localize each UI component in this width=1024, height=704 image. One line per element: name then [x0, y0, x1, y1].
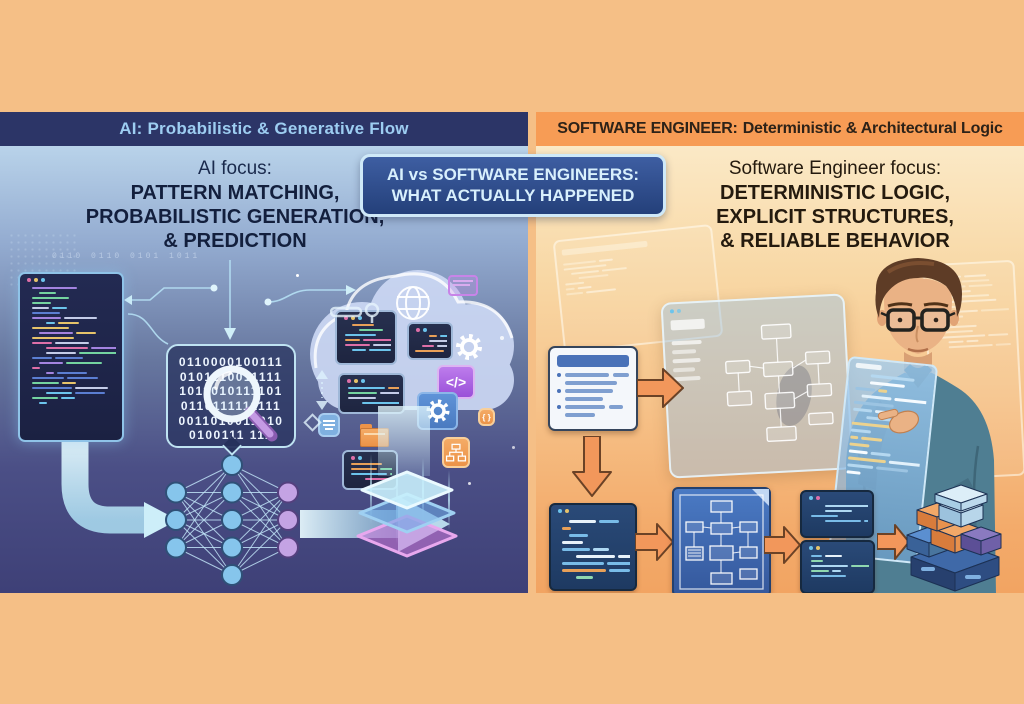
se-focus-text: Software Engineer focus: DETERMINISTIC L…: [660, 158, 1010, 253]
sort-arrows-icon: [316, 370, 328, 410]
list-tile: [318, 413, 340, 437]
flow-arrow-blueprint-to-code: [764, 526, 801, 564]
window-toolbar: [670, 318, 705, 331]
se-panel-title: Deterministic & Architectural Logic: [742, 120, 1003, 137]
ai-focus-text: AI focus: PATTERN MATCHING, PROBABILISTI…: [40, 158, 430, 253]
ai-focus-title: AI focus:: [198, 158, 272, 179]
banner-line1: AI vs SOFTWARE ENGINEERS:: [386, 165, 640, 184]
cloud-code-window: [407, 322, 453, 360]
cloud-code-window: [335, 310, 397, 365]
flow-arrow-doc-to-architecture: [637, 368, 684, 408]
center-banner: AI vs SOFTWARE ENGINEERS: WHAT ACTUALLY …: [360, 154, 666, 217]
ai-panel: AI: Probabilistic & Generative Flow AI f…: [0, 112, 528, 593]
script-tile: { }: [478, 408, 495, 426]
code-tag-icon: </>: [445, 374, 467, 390]
architecture-flowchart: [725, 323, 834, 443]
code-window: [549, 503, 637, 591]
module-stack-3d: [906, 484, 1002, 592]
flowchart-icon: [445, 443, 467, 461]
window-dots-icon: [27, 278, 45, 282]
flow-arrow-doc-to-code: [572, 436, 612, 497]
se-panel-body: Software Engineer focus: DETERMINISTIC L…: [536, 146, 1024, 593]
se-panel-header: SOFTWARE ENGINEER: Deterministic & Archi…: [536, 112, 1024, 146]
connector-lines: [124, 260, 356, 345]
magnifier-icon: [203, 365, 278, 442]
ai-panel-title: AI: Probabilistic & Generative Flow: [119, 119, 409, 138]
chat-bubble-icon: [448, 275, 478, 296]
layer-stack: [356, 470, 458, 558]
ai-panel-body: AI focus: PATTERN MATCHING, PROBABILISTI…: [0, 146, 528, 593]
code-lines: [32, 284, 116, 436]
search-bar-icon: [330, 302, 380, 323]
flow-arrow-code-to-blueprint: [635, 523, 674, 561]
se-panel-title-strong: SOFTWARE ENGINEER:: [557, 120, 738, 137]
flowchart-tile: [442, 437, 470, 468]
se-panel: SOFTWARE ENGINEER: Deterministic & Archi…: [536, 112, 1024, 593]
flow-arrow-code-to-modules: [877, 524, 910, 560]
code-window: [800, 490, 874, 538]
globe-icon: [396, 286, 430, 320]
blueprint-flowchart: [679, 489, 769, 590]
cloud-ai-cluster: </> { }: [300, 258, 528, 558]
code-editor-window: [18, 272, 124, 442]
document-title-bar: [557, 355, 629, 367]
flow-arrow-editor-to-network: [61, 440, 178, 538]
cloud-code-window: [338, 373, 405, 414]
gear-icon: [456, 334, 482, 360]
se-focus-title: Software Engineer focus:: [728, 158, 942, 179]
requirements-document: [548, 346, 638, 431]
binary-texture-strip: 0110 0110 0101 1011: [52, 252, 201, 261]
hand-icon: [877, 408, 920, 434]
code-window: [800, 540, 875, 593]
architecture-window: [660, 293, 854, 479]
light-beam: [378, 406, 430, 476]
banner-line2: WHAT ACTUALLY HAPPENED: [391, 186, 635, 206]
blueprint-window: [672, 487, 771, 593]
ai-panel-header: AI: Probabilistic & Generative Flow: [0, 112, 528, 146]
neural-network-diagram: [165, 454, 299, 586]
